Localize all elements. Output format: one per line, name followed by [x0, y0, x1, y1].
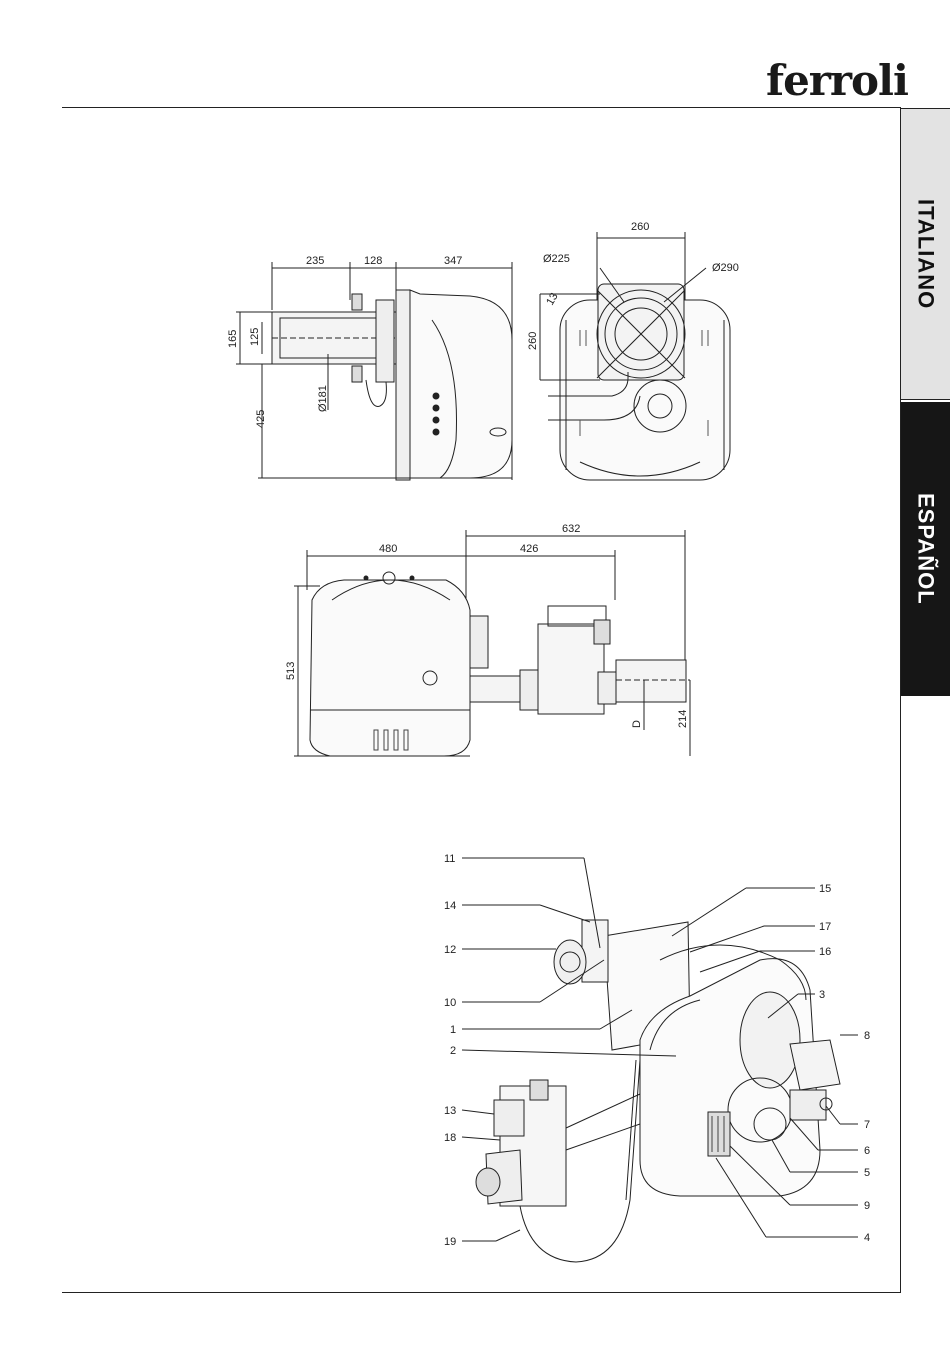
label-6: 6 [864, 1145, 870, 1157]
dim-13: 13 [544, 291, 561, 308]
dim-632: 632 [562, 523, 580, 535]
dim-425: 425 [255, 410, 267, 428]
label-17: 17 [819, 921, 831, 933]
label-18: 18 [444, 1132, 456, 1144]
front-view-drawing [540, 232, 730, 480]
label-8: 8 [864, 1030, 870, 1042]
label-9: 9 [864, 1200, 870, 1212]
label-4: 4 [864, 1232, 870, 1244]
exploded-view-drawing [462, 858, 858, 1262]
dim-290: Ø290 [712, 262, 739, 274]
label-19: 19 [444, 1236, 456, 1248]
label-15: 15 [819, 883, 831, 895]
label-1: 1 [450, 1024, 456, 1036]
dim-225: Ø225 [543, 253, 570, 265]
dim-125: 125 [249, 328, 261, 346]
label-10: 10 [444, 997, 456, 1009]
dim-128: 128 [364, 255, 382, 267]
label-12: 12 [444, 944, 456, 956]
side-view-drawing [236, 262, 512, 480]
label-16: 16 [819, 946, 831, 958]
dim-D: D [631, 720, 643, 728]
dim-214: 214 [677, 710, 689, 728]
dim-260-left: 260 [527, 332, 539, 350]
label-13: 13 [444, 1105, 456, 1117]
label-11: 11 [444, 853, 455, 865]
dim-235: 235 [306, 255, 324, 267]
dim-426: 426 [520, 543, 538, 555]
dim-165: 165 [227, 330, 239, 348]
dim-347: 347 [444, 255, 462, 267]
label-3: 3 [819, 989, 825, 1001]
label-2: 2 [450, 1045, 456, 1057]
label-7: 7 [864, 1119, 870, 1131]
dim-513: 513 [285, 662, 297, 680]
label-14: 14 [444, 900, 456, 912]
label-5: 5 [864, 1167, 870, 1179]
dim-181: Ø181 [317, 385, 329, 412]
dim-260-top: 260 [631, 221, 649, 233]
dim-480: 480 [379, 543, 397, 555]
